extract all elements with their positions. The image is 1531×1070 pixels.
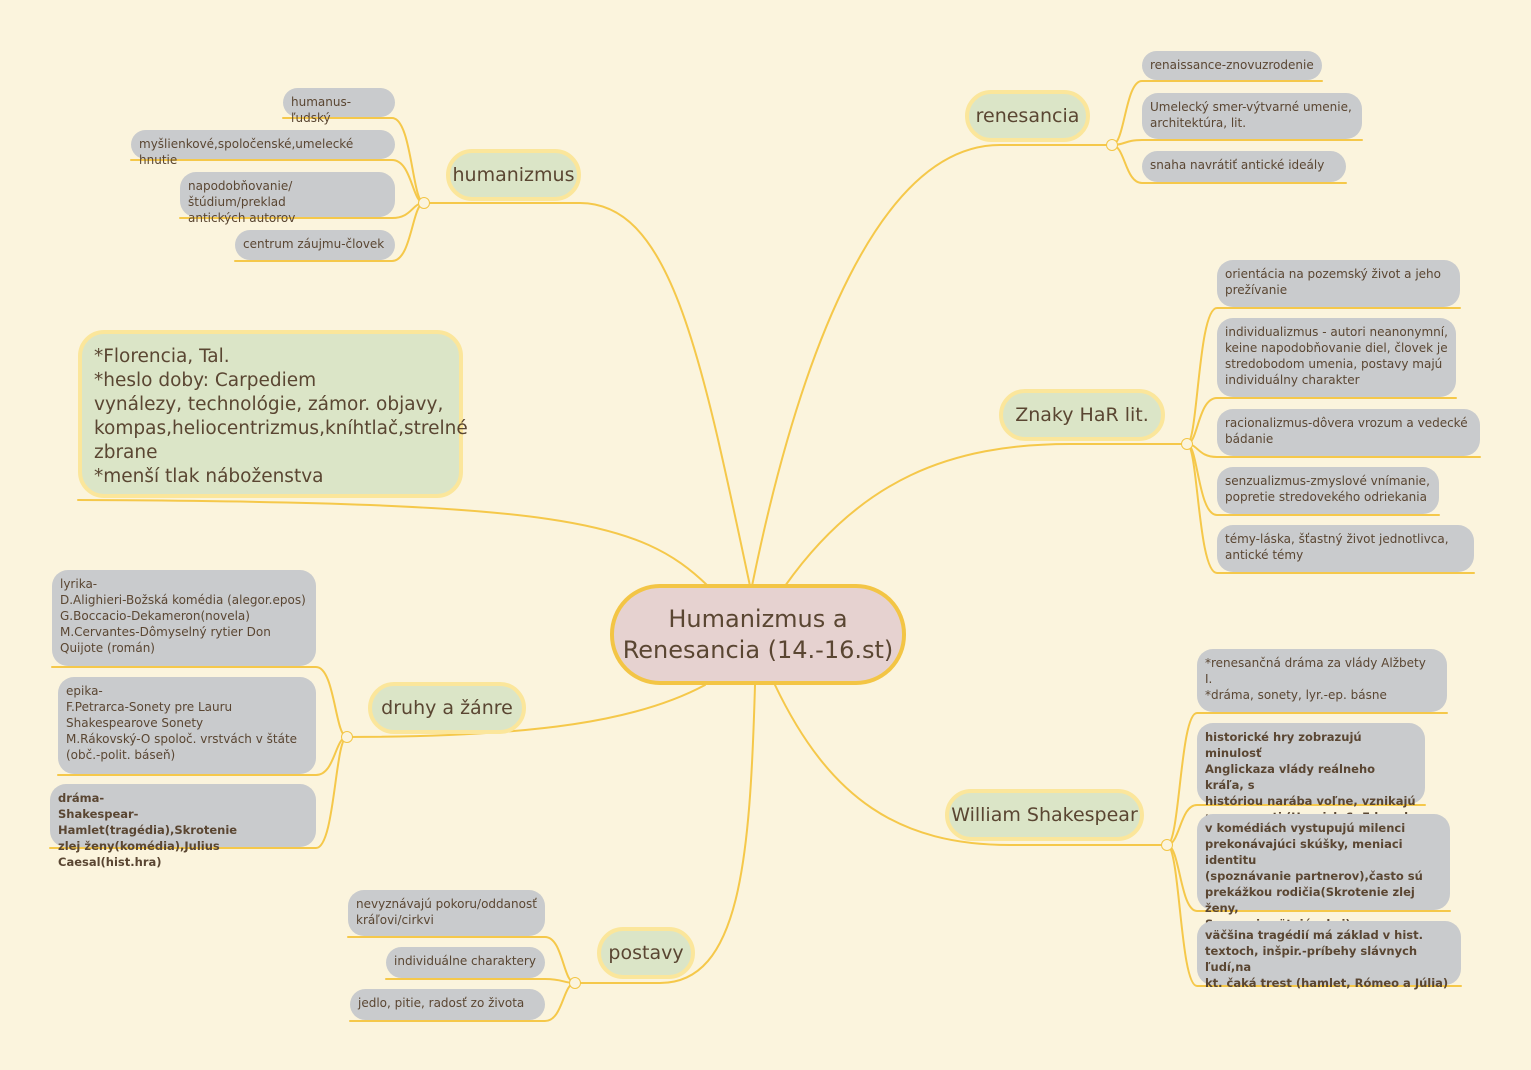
central-topic[interactable]: Humanizmus a Renesancia (14.-16.st) — [610, 584, 906, 685]
junction-dot — [569, 977, 581, 989]
subtopic-postavy-2[interactable]: individuálne charaktery — [386, 947, 545, 978]
subtopic-druhy-drama[interactable]: dráma- Shakespear-Hamlet(tragédia),Skrot… — [50, 784, 316, 869]
subtopic-druhy-lyrika[interactable]: lyrika- D.Alighieri-Božská komédia (aleg… — [52, 570, 316, 666]
subtopic-humanizmus-4[interactable]: centrum záujmu-človek — [235, 230, 395, 260]
subtopic-renesancia-1[interactable]: renaissance-znovuzrodenie — [1142, 51, 1322, 80]
subtopic-znaky-3[interactable]: racionalizmus-dôvera vrozum a vedecké bá… — [1217, 409, 1480, 456]
topic-humanizmus[interactable]: humanizmus — [446, 149, 581, 201]
junction-dot — [1106, 139, 1118, 151]
subtopic-humanizmus-3[interactable]: napodobňovanie/štúdium/preklad antických… — [180, 172, 395, 225]
subtopic-druhy-epika[interactable]: epika- F.Petrarca-Sonety pre Lauru Shake… — [58, 677, 316, 774]
subtopic-renesancia-3[interactable]: snaha navrátiť antické ideály — [1142, 151, 1346, 182]
subtopic-znaky-1[interactable]: orientácia na pozemský život a jeho prež… — [1217, 260, 1460, 307]
subtopic-renesancia-2[interactable]: Umelecký smer-výtvarné umenie, architekt… — [1142, 93, 1362, 139]
junction-dot — [1181, 438, 1193, 450]
subtopic-postavy-3[interactable]: jedlo, pitie, radosť zo života — [350, 989, 545, 1020]
topic-druhy-a-zanre[interactable]: druhy a žánre — [368, 682, 526, 734]
topic-postavy[interactable]: postavy — [597, 927, 695, 979]
junction-dot — [341, 731, 353, 743]
note-florencia[interactable]: *Florencia, Tal. *heslo doby: Carpediem … — [78, 330, 468, 498]
subtopic-znaky-5[interactable]: témy-láska, šťastný život jednotlivca, a… — [1217, 525, 1474, 572]
subtopic-shakespear-4[interactable]: väčšina tragédií má základ v hist. texto… — [1197, 921, 1461, 990]
subtopic-shakespear-3[interactable]: v komédiách vystupujú milenci prekonávaj… — [1197, 814, 1450, 931]
junction-dot — [418, 197, 430, 209]
topic-william-shakespear[interactable]: William Shakespear — [945, 789, 1144, 841]
subtopic-humanizmus-2[interactable]: myšlienkové,spoločenské,umelecké hnutie — [131, 130, 395, 167]
topic-renesancia[interactable]: renesancia — [965, 90, 1090, 142]
subtopic-shakespear-2[interactable]: historické hry zobrazujú minulosť Anglic… — [1197, 723, 1425, 840]
subtopic-postavy-1[interactable]: nevyznávajú pokoru/oddanosť kráľovi/cirk… — [348, 890, 545, 936]
subtopic-humanizmus-1[interactable]: humanus-ľudský — [283, 88, 395, 125]
topic-znaky[interactable]: Znaky HaR lit. — [999, 389, 1165, 441]
subtopic-znaky-4[interactable]: senzualizmus-zmyslové vnímanie, popretie… — [1217, 467, 1439, 514]
junction-dot — [1161, 839, 1173, 851]
subtopic-znaky-2[interactable]: individualizmus - autori neanonymní, kei… — [1217, 318, 1456, 397]
subtopic-shakespear-1[interactable]: *renesančná dráma za vlády Alžbety I. *d… — [1197, 649, 1447, 712]
